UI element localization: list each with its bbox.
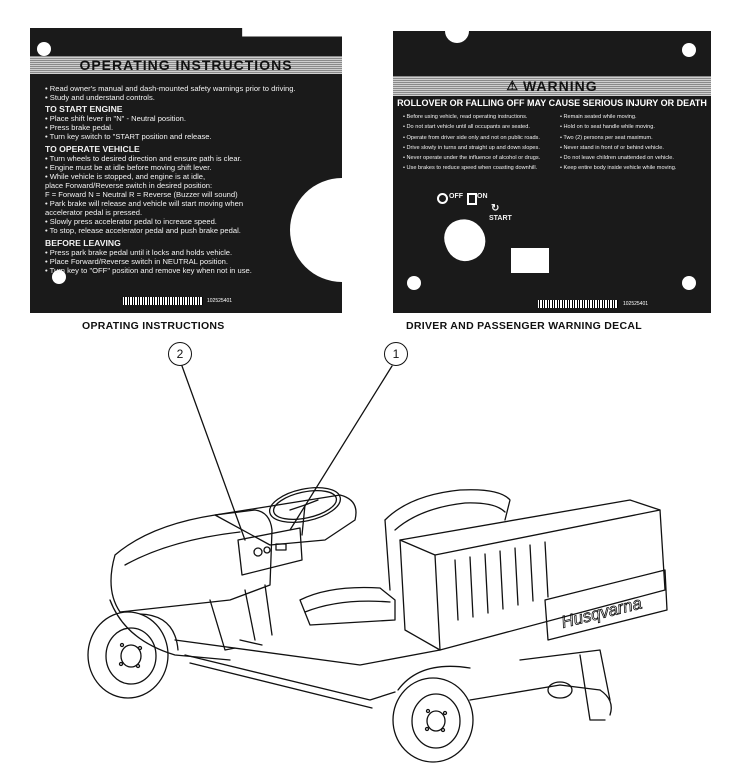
warning-triangle-icon: ⚠ [506,78,519,93]
ops-line: F = Forward N = Neutral R = Reverse (Buz… [45,190,238,200]
warning-item: • Do not start vehicle until all occupan… [403,124,530,131]
ops-line: • Engine must be at idle before moving s… [45,162,212,172]
warning-left-column: • Before using vehicle, read operating i… [403,112,546,174]
barcode-number: 102525401 [623,301,649,307]
warning-item: • Operate from driver side only and not … [403,134,540,141]
barcode [123,297,203,305]
rectangular-cutout [511,248,549,273]
ops-intro-line: • Read owner's manual and dash-mounted s… [45,84,296,93]
callout-2: 2 [168,342,192,366]
key-switch [253,547,263,557]
warning-banner: ⚠ WARNING [393,76,711,96]
mounting-hole [682,276,696,290]
front-bumper [109,599,231,661]
rear-wheel [392,677,474,763]
seat-back [384,489,511,521]
rear-axle [469,649,611,721]
warning-item: • Never operate under the influence of a… [403,155,541,162]
warning-item: • Before using vehicle, read operating i… [403,114,528,120]
warning-item: • Remain seated while moving. [560,114,637,120]
ops-section-heading: TO OPERATE VEHICLE [45,143,140,154]
side-rocker [184,654,396,701]
ops-line: • Place shift lever in "N" - Neutral pos… [45,114,186,124]
ops-line: • Press park brake pedal until it locks … [45,247,233,257]
key-on-icon [467,193,477,205]
mounting-hole [682,43,696,57]
mounting-hole [52,270,66,284]
front-wheel [87,611,169,699]
leader-line-2 [181,365,246,541]
ops-intro-line: • Study and understand controls. [45,93,155,103]
hood-line [124,531,241,566]
warning-title: WARNING [522,78,598,94]
dashboard [214,494,357,546]
ops-line: • Park brake will release and vehicle wi… [45,199,244,209]
caption-warning-decal: DRIVER AND PASSENGER WARNING DECAL [406,320,642,332]
key-off-label: OFF [449,193,463,200]
warning-subtitle: ROLLOVER OR FALLING OFF MAY CAUSE SERIOU… [397,98,707,108]
tailgate [544,569,668,641]
bed-slots [454,541,549,621]
ops-line: • Slowly press accelerator pedal to incr… [45,217,217,227]
barcode [538,300,618,308]
pedals [239,584,273,646]
operating-instructions-decal: OPERATING INSTRUCTIONS • Read owner's ma… [30,28,342,313]
dash-panel [237,527,303,576]
cargo-bed [399,499,666,651]
warning-item: • Hold on to seat handle while moving. [560,124,655,131]
steering-wheel [268,487,342,523]
warning-item: • Keep entire body inside vehicle while … [560,165,677,172]
ops-line: • Turn key to "OFF" position and remove … [45,265,252,275]
seat-cushion [304,600,391,613]
key-start-icon: ↻ [491,203,500,214]
vehicle-hood [110,509,273,613]
warning-item: • Drive slowly in turns and straight up … [403,144,540,151]
floor-board [174,639,441,666]
warning-right-column: • Remain seated while moving. • Hold on … [546,112,703,174]
warning-item: • Never stand in front of or behind vehi… [560,144,664,151]
warning-items: • Before using vehicle, read operating i… [403,112,703,174]
barcode-number: 102525401 [207,298,233,304]
key-on-label: ON [477,193,488,200]
mounting-hole [37,42,51,56]
warning-item: • Two (2) persons per seat maximum. [560,134,653,141]
ops-line: • Turn key switch to "START position and… [45,132,212,142]
ops-line: • To stop, release accelerator pedal and… [45,226,241,236]
ops-line: • Turn wheels to desired direction and e… [45,153,242,163]
caption-operating-instructions: OPRATING INSTRUCTIONS [82,320,225,332]
ops-line: • Place Forward/Reverse switch in NEUTRA… [45,256,229,266]
ops-line: accelerator pedal is pressed. [45,208,143,218]
warning-item: • Use brakes to reduce speed when coasti… [403,165,538,172]
ops-title-banner: OPERATING INSTRUCTIONS [30,56,342,74]
leader-line-1 [289,365,393,531]
callout-1: 1 [384,342,408,366]
ops-line: place Forward/Reverse switch in desired … [45,180,213,190]
warning-decal: ⚠ WARNING ROLLOVER OR FALLING OFF MAY CA… [393,31,711,313]
ops-line: • Press brake pedal. [45,123,114,133]
mounting-hole [407,276,421,290]
key-start-label: START [489,215,512,222]
ops-text-block: • Read owner's manual and dash-mounted s… [45,84,320,275]
ops-line: • While vehicle is stopped, and engine i… [45,171,206,181]
warning-item: • Do not leave children unattended on ve… [560,155,674,162]
ops-section-heading: BEFORE LEAVING [45,237,121,248]
ops-title: OPERATING INSTRUCTIONS [79,57,293,73]
key-off-icon [437,193,448,204]
top-notch [445,31,469,43]
seat-base [299,586,396,626]
ops-section-heading: TO START ENGINE [45,104,123,115]
